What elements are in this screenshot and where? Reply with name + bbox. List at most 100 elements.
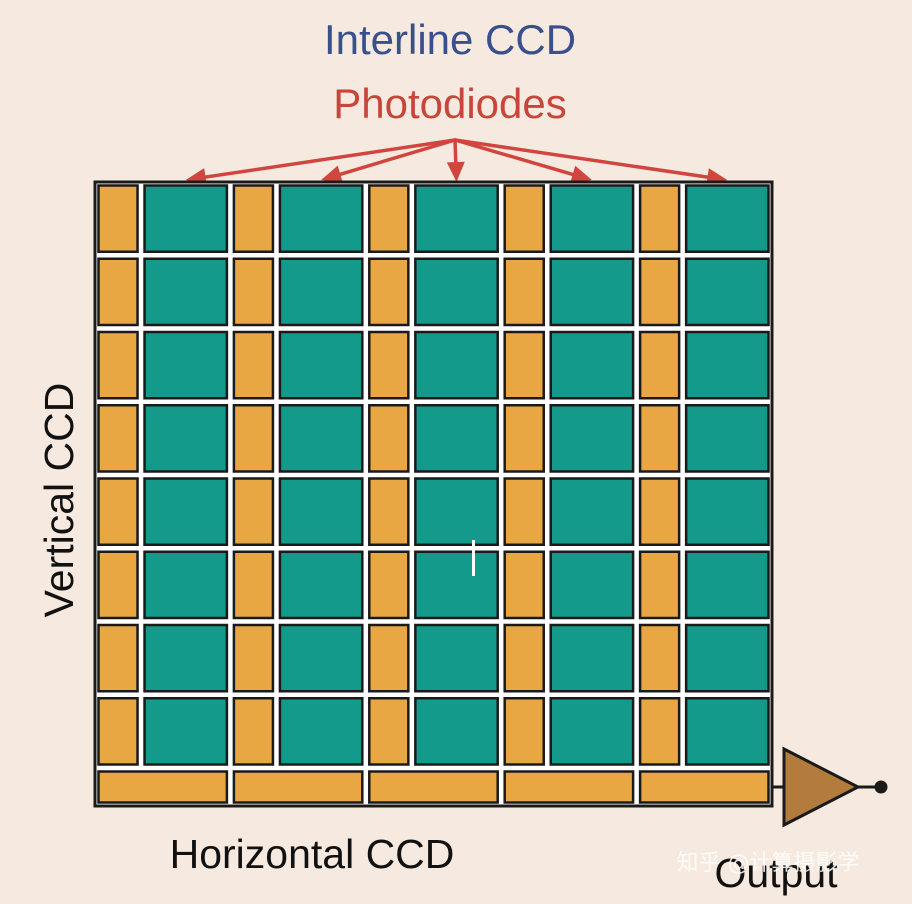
photodiode-cell	[549, 623, 635, 693]
amplifier-triangle	[782, 746, 862, 828]
photodiode-cell	[414, 184, 499, 253]
photodiode-cell	[143, 330, 229, 400]
output-amplifier	[772, 746, 888, 828]
photodiode-cell	[278, 184, 364, 253]
vertical-ccd-cell	[503, 623, 545, 693]
vertical-ccd-cell	[97, 550, 139, 620]
photodiode-cell	[549, 330, 635, 400]
vertical-ccd-label: Vertical CCD	[36, 383, 82, 618]
vertical-ccd-cell	[503, 257, 545, 327]
horizontal-ccd-cell	[368, 770, 499, 804]
output-node	[874, 780, 888, 794]
photodiode-arrow-line	[338, 138, 457, 177]
photodiode-cell	[549, 404, 635, 473]
vertical-ccd-cell	[503, 404, 545, 473]
photodiode-cell	[143, 404, 229, 473]
photodiode-cell	[414, 330, 499, 400]
photodiode-cell	[414, 257, 499, 327]
photodiode-arrow-head	[446, 161, 465, 182]
vertical-ccd-cell	[232, 330, 275, 400]
vertical-ccd-cell	[368, 404, 410, 473]
vertical-ccd-cell	[368, 184, 410, 253]
photodiode-cell	[414, 623, 499, 693]
photodiode-cell	[684, 477, 770, 546]
watermark: 知乎 @计算摄影学	[677, 851, 860, 876]
vertical-ccd-cell	[503, 184, 545, 253]
sensor-grid	[93, 180, 774, 808]
photodiode-cell	[549, 550, 635, 620]
photodiode-cell	[414, 404, 499, 473]
white-marker	[472, 540, 475, 576]
photodiode-arrow-head	[570, 165, 592, 184]
vertical-ccd-cell	[368, 477, 410, 546]
vertical-ccd-cell	[232, 550, 275, 620]
vertical-ccd-cell	[232, 257, 275, 327]
photodiode-cell	[143, 477, 229, 546]
output-label: Output	[714, 850, 838, 896]
photodiode-cell	[684, 257, 770, 327]
photodiode-cell	[684, 184, 770, 253]
vertical-ccd-cell	[368, 697, 410, 766]
vertical-ccd-cell	[638, 257, 681, 327]
horizontal-ccd-cell	[503, 770, 635, 804]
vertical-ccd-cell	[232, 697, 275, 766]
photodiode-arrow-line	[203, 138, 457, 179]
photodiode-cell	[549, 257, 635, 327]
vertical-ccd-cell	[97, 257, 139, 327]
vertical-ccd-cell	[638, 330, 681, 400]
vertical-ccd-cell	[97, 697, 139, 766]
horizontal-ccd-cell	[97, 770, 229, 804]
photodiode-cell	[684, 550, 770, 620]
photodiode-cell	[549, 184, 635, 253]
horizontal-ccd-label: Horizontal CCD	[170, 831, 455, 877]
photodiode-cell	[278, 257, 364, 327]
photodiode-cell	[414, 550, 499, 620]
photodiode-arrow-head	[321, 165, 343, 183]
photodiode-cell	[684, 623, 770, 693]
photodiode-cell	[549, 697, 635, 766]
photodiodes-label: Photodiodes	[333, 80, 567, 127]
vertical-ccd-cell	[503, 550, 545, 620]
photodiode-cell	[278, 477, 364, 546]
vertical-ccd-cell	[638, 404, 681, 473]
vertical-ccd-cell	[638, 477, 681, 546]
grid-border	[93, 180, 774, 808]
photodiode-cell	[143, 697, 229, 766]
horizontal-ccd-register	[97, 770, 770, 804]
vertical-ccd-cell	[503, 697, 545, 766]
photodiode-cell	[684, 697, 770, 766]
vertical-ccd-cell	[638, 623, 681, 693]
vertical-ccd-cell	[368, 257, 410, 327]
vertical-ccd-cell	[368, 330, 410, 400]
photodiode-cell	[278, 550, 364, 620]
diagram-title: Interline CCD	[324, 16, 576, 63]
photodiode-cell	[143, 623, 229, 693]
vertical-ccd-cell	[232, 477, 275, 546]
vertical-ccd-cell	[638, 697, 681, 766]
vertical-ccd-cell	[638, 184, 681, 253]
vertical-ccd-cell	[368, 550, 410, 620]
vertical-ccd-cell	[97, 477, 139, 546]
vertical-ccd-cell	[638, 550, 681, 620]
vertical-ccd-cell	[232, 404, 275, 473]
vertical-ccd-cell	[97, 184, 139, 253]
vertical-ccd-cell	[503, 477, 545, 546]
photodiode-cell	[278, 697, 364, 766]
photodiode-cell	[143, 184, 229, 253]
photodiode-cell	[414, 697, 499, 766]
photodiode-cell	[278, 330, 364, 400]
vertical-ccd-cell	[368, 623, 410, 693]
photodiode-cell	[278, 404, 364, 473]
photodiode-cell	[549, 477, 635, 546]
vertical-ccd-cell	[232, 623, 275, 693]
vertical-ccd-cell	[97, 330, 139, 400]
photodiode-cell	[684, 330, 770, 400]
photodiode-cell	[414, 477, 499, 546]
vertical-ccd-cell	[232, 184, 275, 253]
vertical-ccd-cell	[97, 404, 139, 473]
vertical-ccd-cell	[97, 623, 139, 693]
photodiode-arrow-line	[453, 138, 710, 179]
horizontal-ccd-cell	[232, 770, 364, 804]
vertical-ccd-cell	[503, 330, 545, 400]
photodiode-cell	[278, 623, 364, 693]
